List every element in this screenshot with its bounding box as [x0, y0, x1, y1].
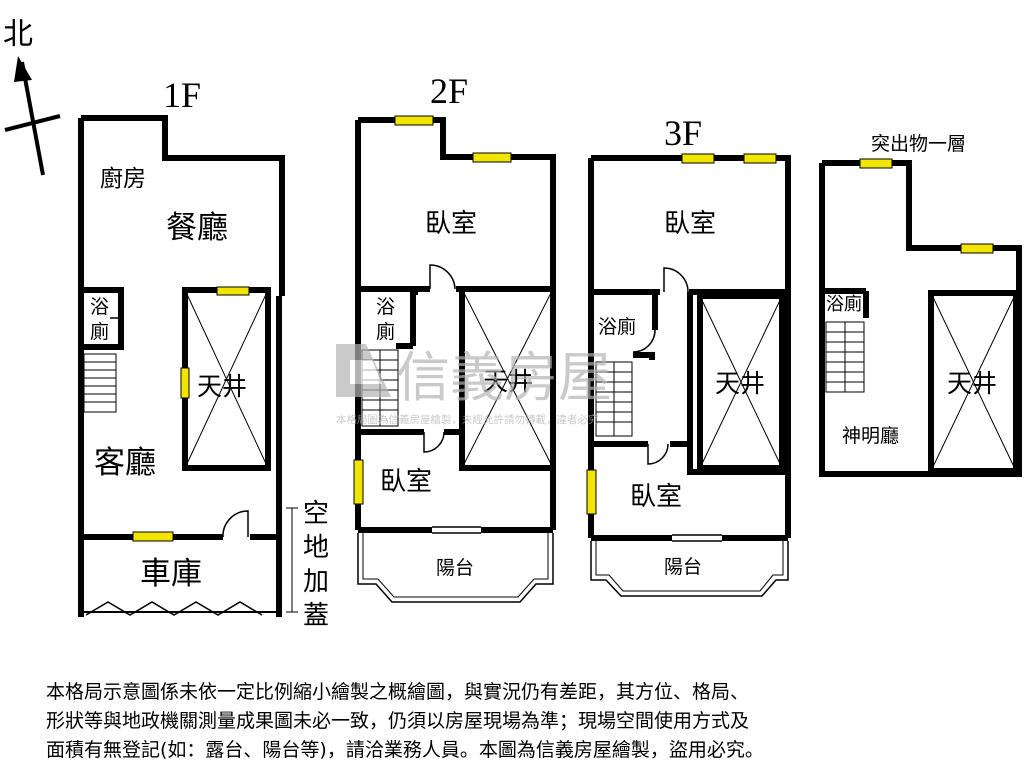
stairs-roof-icon — [825, 321, 865, 393]
watermark-notice: 本格局圖為信義房屋繪製，未經允許請勿轉載，違者必究 — [336, 413, 599, 426]
room-2f-balcony: 陽台 — [436, 557, 474, 579]
door-3f-lower-icon — [647, 443, 669, 465]
room-2f-bath-bottom: 廁 — [376, 320, 395, 343]
window-2f-top-right — [472, 152, 512, 163]
door-2f-lower-icon — [423, 431, 445, 453]
floor-roof: 突出物一層 浴廁 天井 神明廳 — [819, 133, 1022, 477]
floor-3f: 3F — [586, 113, 791, 597]
room-3f-bedroom-top: 臥室 — [664, 209, 716, 239]
disclaimer: 本格局示意圖係未依一定比例縮小繪製之概繪圖，與實況仍有差距，其方位、格局、 形狀… — [46, 678, 986, 765]
room-1f-kitchen: 廚房 — [100, 166, 146, 192]
extension-char-2: 地 — [303, 533, 329, 563]
room-roof-atrium: 天井 — [947, 369, 997, 398]
window-3f-top-left — [681, 153, 715, 164]
room-2f-bedroom-bottom: 臥室 — [380, 467, 432, 497]
window-1f-atrium-top — [216, 286, 250, 296]
room-1f-bath-bottom: 廁 — [90, 320, 109, 343]
floor-1f-walls — [78, 115, 285, 617]
watermark: 信義房屋 本格局圖為信義房屋繪製，未經允許請勿轉載，違者必究 — [336, 344, 612, 426]
room-roof-shrine: 神明廳 — [842, 425, 899, 447]
room-2f-bath-top: 浴 — [376, 296, 395, 318]
window-3f-top-right — [743, 153, 777, 164]
room-2f-atrium: 天井 — [483, 367, 533, 396]
garage-door-icon — [85, 601, 263, 616]
room-2f-bedroom-top: 臥室 — [425, 209, 477, 239]
room-roof-bath: 浴廁 — [826, 293, 862, 315]
room-3f-bedroom-bottom: 臥室 — [630, 482, 682, 512]
atrium-3f-cross-icon-2 — [699, 295, 783, 469]
floor-2f: 2F — [353, 71, 556, 603]
brand-logo-icon — [336, 344, 391, 397]
room-1f-living: 客廳 — [94, 445, 156, 481]
room-3f-bath: 浴廁 — [598, 315, 636, 338]
floor-1f-label: 1F — [163, 75, 201, 115]
stairs-1f-icon — [83, 353, 117, 413]
disclaimer-line-2: 形狀等與地政機關測量成果圖未必一致，仍須以房屋現場為準；現場空間使用方式及 — [46, 710, 750, 732]
balcony-2f-inner — [362, 533, 549, 598]
watermark-brand: 信義房屋 — [396, 346, 612, 409]
room-1f-dining: 餐廳 — [166, 210, 228, 246]
window-1f-atrium-left — [180, 367, 190, 399]
extension-char-4: 蓋 — [303, 601, 329, 631]
balcony-3f-inner — [595, 541, 784, 592]
door-3f-bath-icon — [632, 329, 656, 353]
room-1f-bath-top: 浴 — [90, 296, 109, 318]
window-roof-top — [859, 158, 893, 169]
window-1f-garage — [132, 531, 174, 542]
compass-arrowhead-icon — [14, 56, 32, 82]
north-label: 北 — [3, 18, 33, 51]
room-3f-balcony: 陽台 — [664, 556, 702, 578]
stairs-3f-icon — [595, 361, 633, 437]
balcony-3f-outline — [590, 541, 789, 597]
extension-note: 空 地 加 蓋 — [286, 499, 329, 631]
door-3f-upper-icon — [663, 267, 689, 293]
atrium-2f-cross-icon-2 — [461, 288, 554, 469]
north-compass: 北 — [3, 18, 61, 176]
balcony-2f-outline — [357, 533, 554, 603]
floor-1f: 1F 廚房 餐廳 浴 廁 天井 客廳 — [78, 75, 329, 631]
room-1f-garage: 車庫 — [140, 556, 202, 592]
window-3f-left — [586, 469, 597, 515]
window-2f-left — [353, 459, 364, 505]
door-2f-upper-icon — [429, 264, 456, 290]
window-2f-top-left — [394, 115, 434, 126]
extension-char-1: 空 — [303, 499, 329, 529]
extension-char-3: 加 — [303, 567, 329, 597]
floor-3f-label: 3F — [664, 113, 702, 153]
floor-roof-label: 突出物一層 — [871, 133, 966, 155]
floor-roof-walls — [819, 160, 1022, 477]
room-3f-atrium: 天井 — [715, 369, 765, 398]
door-1f-garage-icon — [222, 510, 249, 538]
room-1f-atrium: 天井 — [197, 372, 247, 401]
floor-2f-label: 2F — [430, 71, 468, 111]
atrium-roof-cross-icon-2 — [930, 292, 1017, 472]
disclaimer-line-3: 面積有無登記(如：露台、陽台等)，請洽業務人員。本圖為信義房屋繪製，盜用必究。 — [46, 739, 764, 761]
compass-crossbar-icon — [4, 114, 61, 132]
atrium-1f-cross-icon-2 — [184, 289, 269, 469]
compass-arrow-icon — [20, 61, 45, 176]
disclaimer-line-1: 本格局示意圖係未依一定比例縮小繪製之概繪圖，與實況仍有差距，其方位、格局、 — [46, 681, 750, 703]
window-roof-right — [960, 243, 994, 254]
